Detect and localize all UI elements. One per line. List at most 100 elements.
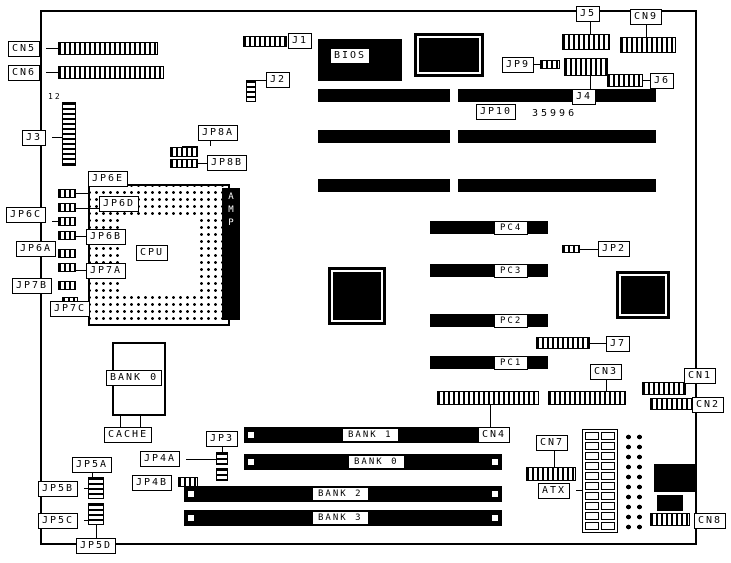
silkscreen-number: 35996 [532,108,578,119]
isa-slot-1-right [458,89,656,102]
bank1-label: BANK 1 [342,428,399,442]
label-cn6: CN6 [8,65,41,81]
label-jp2: JP2 [598,241,631,257]
atx-pin [585,462,599,470]
simm-clip-icon [187,490,195,498]
leader-line [76,208,100,209]
jp5-jumper-upper [88,477,104,499]
keyboard-connector [654,464,696,492]
label-jp6e: JP6E [88,171,129,187]
label-bank0-cache: BANK 0 [106,370,163,386]
amp-regulator [222,188,240,320]
chipset-chip [328,267,386,325]
jp6a-jumper [58,249,76,258]
atx-pin [601,512,615,520]
jp9-jumper [540,60,560,69]
leader-line [580,249,598,250]
bank3-label: BANK 3 [312,511,369,525]
cn6-header [58,66,164,79]
atx-pin [601,502,615,510]
atx-pin [585,482,599,490]
leader-line [96,524,97,538]
atx-pin [601,442,615,450]
cn1-connector [642,382,686,395]
atx-pin [601,482,615,490]
cn7-connector [526,467,576,481]
pci-slot-pc3 [430,264,548,277]
label-jp6a: JP6A [16,241,57,257]
label-j4: J4 [572,89,597,105]
jp7a-jumper [58,263,76,272]
isa-slot-2-right [458,130,656,143]
pci-slot-pc4 [430,221,548,234]
jp4b-jumper [178,477,198,487]
leader-line [76,270,86,271]
pc4-label: PC4 [494,221,529,235]
label-atx: ATX [538,483,571,499]
simm-clip-icon [187,514,195,522]
label-jp3: JP3 [206,431,239,447]
atx-pin [585,472,599,480]
j5-header [562,34,610,50]
j3-pin-numbers: 12 [48,92,62,101]
j1-header [243,36,287,47]
isa-slot-3-right [458,179,656,192]
label-jp7c: JP7C [50,301,91,317]
label-jp5c: JP5C [38,513,79,529]
atx-pin [585,492,599,500]
label-jp5b: JP5B [38,481,79,497]
leader-line [646,25,647,37]
leader-line [590,76,591,89]
bios-label: BIOS [330,48,371,64]
jp6b-jumper [58,231,76,240]
leader-line [120,416,121,427]
label-cn3: CN3 [590,364,623,380]
leader-line [554,451,555,467]
label-j1: J1 [288,33,313,49]
leader-line [590,343,606,344]
label-jp7b: JP7B [12,278,53,294]
io-controller-chip [616,271,670,319]
cn9-header [620,37,676,53]
label-jp9: JP9 [502,57,535,73]
label-cn5: CN5 [8,41,41,57]
isa-slot-1-left [318,89,450,102]
atx-pin [585,452,599,460]
label-jp5d: JP5D [76,538,117,554]
cn8-connector [650,513,690,526]
atx-power-connector [582,429,618,533]
jp8b-jumper [170,159,198,168]
cn3-connector [548,391,626,405]
leader-line [643,80,650,81]
leader-line [210,141,211,146]
leader-line [534,64,540,65]
atx-pin [585,442,599,450]
jp8a-jumper [170,147,198,157]
leader-line [92,473,93,477]
leader-line [576,490,582,491]
label-cn7: CN7 [536,435,569,451]
jp6c-jumper [58,217,76,226]
label-jp8a: JP8A [198,125,239,141]
label-j6: J6 [650,73,675,89]
simm-clip-icon [491,514,499,522]
mouse-connector [657,495,683,511]
cn4-connector [437,391,539,405]
label-j2: J2 [266,72,291,88]
label-jp4a: JP4A [140,451,181,467]
leader-line [606,380,607,391]
pc1-label: PC1 [494,356,529,370]
label-j7: J7 [606,336,631,352]
leader-line [590,22,591,34]
simm-clip-icon [247,431,255,439]
j6-header [607,74,643,87]
jp3-jumper-a [216,452,228,465]
isa-slot-3-left [318,179,450,192]
simm-clip-icon [491,490,499,498]
power-pin-field [622,430,646,532]
cn2-connector [650,398,692,410]
amp-label: AMP [226,192,236,231]
cn5-header [58,42,158,55]
label-jp4b: JP4B [132,475,173,491]
